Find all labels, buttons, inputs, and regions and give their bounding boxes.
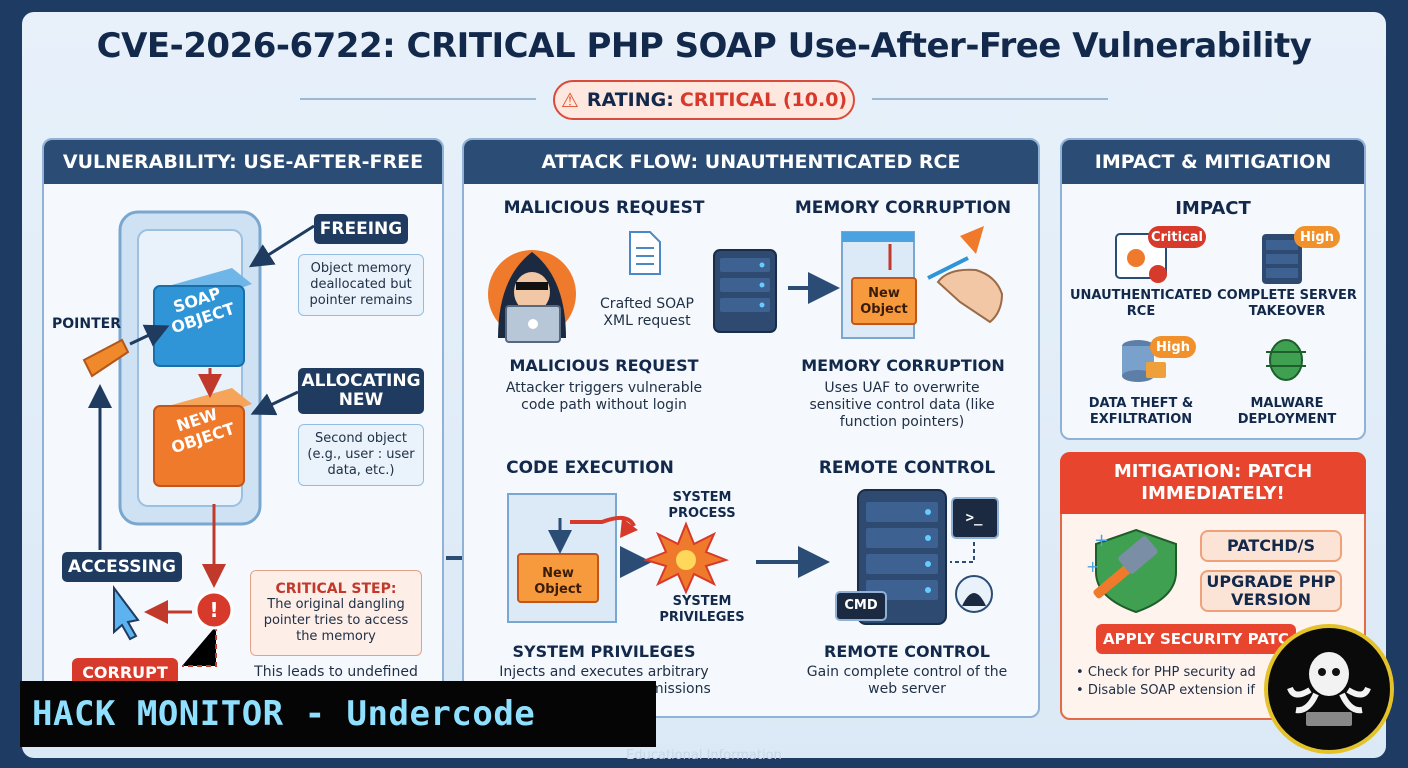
rating-prefix: RATING:: [586, 89, 674, 111]
mitigation-title: MITIGATION: PATCH IMMEDIATELY!: [1113, 461, 1313, 504]
bullet-check-updates: • Check for PHP security ad: [1076, 665, 1256, 680]
upgrade-php-button: UPGRADE PHP VERSION: [1200, 570, 1342, 612]
step3-object-label: New Object: [534, 566, 582, 597]
impact-rce: UNAUTHENTICATED RCE: [1070, 288, 1212, 319]
system-process-label: SYSTEM PROCESS: [668, 490, 736, 521]
terminal-prompt-icon: >_: [965, 510, 983, 526]
step4-description: Gain complete control of the web server: [806, 664, 1008, 697]
step2-heading: MEMORY CORRUPTION: [794, 198, 1012, 218]
warning-icon: ⚠: [560, 88, 579, 112]
step3-description-tail: missions: [650, 681, 711, 697]
step2-object-label: New Object: [860, 286, 908, 317]
octopus-icon: [1287, 652, 1371, 726]
cmd-icon: CMD: [844, 598, 878, 613]
impact-panel-header: IMPACT & MITIGATION: [1062, 140, 1364, 184]
attack-flow-header: ATTACK FLOW: UNAUTHENTICATED RCE: [464, 140, 1038, 184]
attack-flow-diagram: [488, 226, 1004, 625]
page-title: CVE-2026-6722: CRITICAL PHP SOAP Use-Aft…: [96, 26, 1312, 66]
step1-title: MALICIOUS REQUEST: [509, 356, 699, 375]
impact-panel: IMPACT & MITIGATION: [1060, 138, 1366, 440]
step1-description: Attacker triggers vulnerable code path w…: [505, 380, 703, 413]
freeing-tag: FREEING: [314, 214, 408, 244]
pointer-label: POINTER: [52, 316, 121, 332]
crafted-request-text: Crafted SOAP XML request: [600, 296, 694, 329]
svg-text:+: +: [1086, 557, 1099, 576]
apply-security-patch-button: APPLY SECURITY PATC: [1096, 624, 1296, 654]
footer-note: Educational Information: [626, 748, 782, 763]
mitigation-bullets: • Check for PHP security ad • Disable SO…: [1076, 664, 1272, 700]
high-badge-takeover: High: [1294, 226, 1340, 248]
step3-description: Injects and executes arbitrary: [499, 664, 709, 680]
impact-icons: [1115, 233, 1306, 382]
step3-heading: CODE EXECUTION: [506, 458, 674, 478]
rating-value: CRITICAL (10.0): [679, 89, 848, 111]
divider-right: [872, 98, 1108, 100]
system-privileges-small: SYSTEM PRIVILEGES: [659, 594, 745, 625]
divider-left: [300, 98, 536, 100]
step3-title: SYSTEM PRIVILEGES: [512, 642, 696, 661]
step2-description: Uses UAF to overwrite sensitive control …: [809, 380, 995, 430]
patch-button: PATCHD/S: [1200, 530, 1342, 562]
svg-text:+: +: [1094, 530, 1109, 551]
allocating-note: Second object (e.g., user : user data, e…: [298, 424, 424, 486]
bullet-disable-soap: • Disable SOAP extension if: [1076, 683, 1255, 698]
uaf-diagram: !: [82, 210, 315, 667]
high-badge-data: High: [1150, 336, 1196, 358]
allocating-tag: ALLOCATING NEW: [298, 368, 424, 414]
patch-shield-icon: + +: [1086, 528, 1177, 614]
uaf-panel-header: VULNERABILITY: USE-AFTER-FREE: [44, 140, 442, 184]
impact-data-theft: DATA THEFT & EXFILTRATION: [1088, 396, 1194, 427]
octopus-logo: [1264, 624, 1394, 754]
freeing-note: Object memory deallocated but pointer re…: [298, 254, 424, 316]
undefined-text: This leads to undefined: [254, 664, 418, 680]
impact-title: IMPACT: [1175, 198, 1251, 219]
impact-takeover: COMPLETE SERVER TAKEOVER: [1217, 288, 1357, 319]
mitigation-header: MITIGATION: PATCH IMMEDIATELY!: [1060, 452, 1366, 514]
rating-badge: ⚠ RATING: CRITICAL (10.0): [553, 80, 855, 120]
svg-text:!: !: [209, 598, 218, 622]
critical-badge: Critical: [1148, 226, 1206, 248]
impact-malware: MALWARE DEPLOYMENT: [1237, 396, 1337, 427]
accessing-tag: ACCESSING: [62, 552, 182, 582]
step2-title: MEMORY CORRUPTION: [801, 356, 1005, 375]
critical-step-text: The original dangling pointer tries to a…: [263, 597, 409, 644]
brand-banner: HACK MONITOR - Undercode: [20, 681, 656, 747]
critical-step-title: CRITICAL STEP:: [275, 581, 397, 597]
critical-step-note: CRITICAL STEP: The original dangling poi…: [250, 570, 422, 656]
step4-heading: REMOTE CONTROL: [818, 458, 996, 478]
step4-title: REMOTE CONTROL: [824, 642, 990, 661]
step1-heading: MALICIOUS REQUEST: [503, 198, 705, 218]
